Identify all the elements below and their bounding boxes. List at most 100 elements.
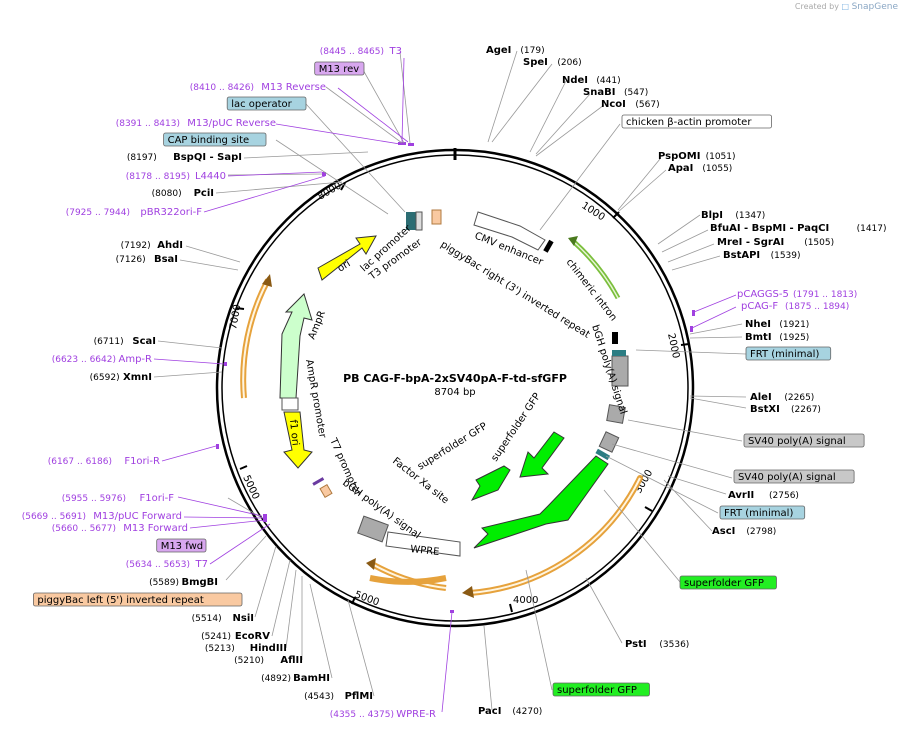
right-label-text-5: chicken β-actin promoter: [626, 117, 752, 128]
right-label-27: PacI (4270): [478, 706, 542, 717]
right-label-11: BstAPI(1539): [723, 250, 801, 261]
left-label-coords-11: (7126): [116, 255, 146, 265]
wpre-box: [385, 531, 461, 557]
piggybac-right-block: [431, 209, 442, 225]
left-primer-connectors: [153, 57, 453, 713]
left-label-8: PciI (8080): [152, 188, 214, 199]
left-label-coords-28: (4543): [304, 692, 334, 702]
right-label-9: BfuAI - BspMI - PaqCI (1417): [710, 223, 887, 234]
right-label-coords-25: (3536): [659, 640, 689, 650]
left-label-name-8: PciI: [194, 188, 214, 199]
right-label-5: chicken β-actin promoter: [621, 114, 773, 129]
label-f1-ori: f1 ori: [287, 419, 301, 446]
bgh-polya-bottom: [357, 515, 389, 543]
credit-brand: SnapGene: [851, 2, 898, 12]
left-label-name-7: L4440: [195, 171, 226, 182]
right-label-text-16: FRT (minimal): [750, 349, 819, 360]
right-label-text-26: superfolder GFP: [557, 685, 637, 696]
left-label-text-3: lac operator: [231, 99, 292, 110]
left-label-text-1: M13 rev: [319, 64, 360, 75]
left-label-name-28: PflMI: [345, 691, 373, 702]
primer-marks: [216, 142, 695, 613]
right-label-coords-9: (1417): [857, 224, 887, 234]
right-label-14: NheI(1921): [745, 319, 809, 330]
left-label-name-29: WPRE-R: [396, 709, 436, 720]
right-label-16: FRT (minimal): [745, 346, 832, 361]
right-label-name-17: AleI: [750, 392, 772, 403]
right-label-coords-3: (547): [624, 88, 648, 98]
right-labels: AgeI(179)SpeI(206)NdeI(441)SnaBI(547)Nco…: [478, 45, 887, 717]
frt-block-1: [612, 350, 626, 356]
right-label-20: SV40 poly(A) signal: [733, 469, 855, 484]
right-connectors: [483, 50, 747, 711]
right-label-name-9: BfuAI - BspMI - PaqCI: [710, 223, 829, 234]
orange-arc-right-head: [462, 586, 474, 598]
left-label-name-9: pBR322ori-F: [140, 207, 202, 218]
right-label-name-4: NcoI: [601, 99, 626, 110]
black-block-right: [612, 332, 618, 344]
orange-arc-bottom2: [369, 575, 447, 585]
tick-marks: [235, 182, 690, 613]
right-label-name-14: NheI: [745, 319, 771, 330]
right-label-0: AgeI (179): [486, 45, 545, 56]
right-label-name-6: PspOMI: [658, 151, 700, 162]
right-label-6: PspOMI(1051): [658, 151, 736, 162]
right-label-name-23: AscI: [712, 526, 735, 537]
left-label-name-26: AflII: [280, 655, 303, 666]
lac-block: [406, 212, 416, 230]
right-label-name-27: PacI: [478, 706, 501, 717]
polya-block-3: [598, 431, 620, 453]
left-label-10: AhdI(7192): [121, 240, 183, 251]
right-label-name-21: AvrII: [728, 490, 754, 501]
left-label-coords-8: (8080): [152, 189, 182, 199]
left-label-text-19: M13 fwd: [161, 541, 203, 552]
right-label-name-12: pCAGGS-5: [737, 289, 789, 300]
label-sfgfp-1: superfolder GFP: [416, 421, 490, 473]
right-label-coords-21: (2756): [769, 491, 799, 501]
right-label-19: SV40 poly(A) signal: [743, 433, 865, 448]
orange-arc-right-core: [469, 477, 641, 594]
right-label-coords-0: (179): [520, 46, 544, 56]
right-label-coords-27: (4270): [512, 707, 542, 717]
left-label-coords-6: (8197): [127, 153, 157, 163]
right-label-8: BlpI(1347): [701, 210, 765, 221]
right-label-2: NdeI(441): [562, 75, 621, 86]
left-label-coords-25: (5213): [205, 644, 235, 654]
plasmid-name: PB CAG-F-bpA-2xSV40pA-F-td-sfGFP: [343, 372, 567, 385]
left-label-28: PflMI (4543): [304, 691, 373, 702]
cmv-enhancer-arrow: [473, 211, 546, 251]
right-label-name-10: MreI - SgrAI: [717, 237, 784, 248]
polya-block-2: [606, 404, 626, 424]
credit-prefix: Created by: [794, 2, 839, 11]
right-label-coords-11: (1539): [771, 251, 801, 261]
right-label-text-19: SV40 poly(A) signal: [748, 436, 846, 447]
left-label-9: pBR322ori-F(7925 .. 7944): [66, 207, 203, 218]
right-label-4: NcoI(567): [601, 99, 660, 110]
left-label-name-0: T3: [389, 46, 402, 57]
left-label-16: F1ori-F(5955 .. 5976): [62, 493, 175, 504]
right-label-13: pCAG-F(1875 .. 1894): [741, 301, 849, 312]
right-label-22: FRT (minimal): [719, 505, 806, 520]
right-label-23: AscI(2798): [712, 526, 776, 537]
left-label-24: EcoRV(5241): [201, 631, 270, 642]
right-label-name-0: AgeI: [486, 45, 511, 56]
left-label-coords-14: (6592): [90, 373, 120, 383]
left-label-coords-12: (6711): [94, 337, 124, 347]
left-label-coords-15: (6167 .. 6186): [48, 457, 112, 467]
left-label-coords-24: (5241): [201, 632, 231, 642]
right-label-name-1: SpeI: [523, 57, 548, 68]
left-label-name-20: T7: [195, 559, 208, 570]
left-label-coords-17: (5669 .. 5691): [22, 512, 86, 522]
right-label-coords-15: (1925): [779, 333, 809, 343]
right-label-coords-13: (1875 .. 1894): [785, 302, 849, 312]
right-label-name-7: ApaI: [668, 163, 693, 174]
f1-ori-arrow: [283, 411, 313, 469]
right-label-coords-8: (1347): [735, 211, 765, 221]
left-label-name-23: NsiI: [233, 613, 254, 624]
sfgfp-arrow-large: [473, 455, 609, 549]
right-label-15: BmtI(1925): [745, 332, 809, 343]
left-label-name-27: BamHI: [293, 673, 330, 684]
left-label-26: AflII(5210): [234, 655, 303, 666]
left-label-name-10: AhdI: [157, 240, 183, 251]
